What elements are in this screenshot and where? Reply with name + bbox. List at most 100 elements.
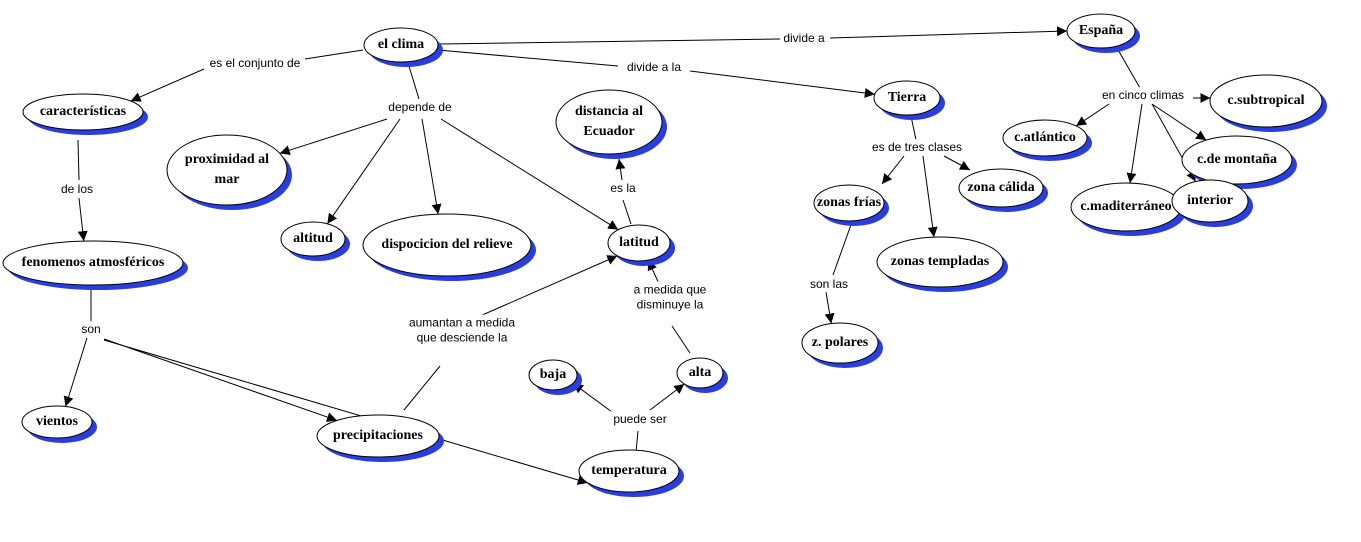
- node-ellipse[interactable]: [1066, 13, 1136, 49]
- concept-latitud[interactable]: latitud: [607, 224, 675, 266]
- node-ellipse[interactable]: [813, 184, 885, 222]
- concept-altitud[interactable]: altitud: [280, 221, 350, 261]
- concept-label: baja: [540, 367, 566, 382]
- link-label-tres-clases: es de tres clases: [868, 139, 966, 156]
- concept-label: fenomenos atmosféricos: [22, 255, 165, 270]
- arrow-connector: [689, 70, 875, 98]
- node-ellipse[interactable]: [578, 449, 680, 493]
- connector-line: [403, 365, 441, 411]
- concept-vientos[interactable]: vientos: [21, 405, 97, 443]
- concept-label: distancia al: [575, 104, 643, 119]
- link-label-background: [806, 276, 852, 293]
- concept-baja[interactable]: baja: [528, 359, 582, 395]
- arrow-connector: [77, 197, 88, 242]
- concept-label: zonas templadas: [891, 254, 990, 269]
- concept-polares[interactable]: z. polares: [801, 322, 883, 368]
- concept-frias[interactable]: zonas frías: [813, 184, 889, 226]
- node-ellipse[interactable]: [607, 224, 671, 262]
- node-ellipse[interactable]: [2, 240, 184, 286]
- concept-subtropical[interactable]: c.subtropical: [1209, 74, 1327, 132]
- concept-clima[interactable]: el clima: [363, 27, 443, 67]
- node-ellipse[interactable]: [528, 359, 578, 391]
- node-ellipse[interactable]: [1181, 135, 1293, 185]
- link-label-de-los: de los: [57, 181, 97, 198]
- concept-label: temperatura: [591, 463, 666, 478]
- concept-espana[interactable]: España: [1066, 13, 1140, 53]
- link-label-text: son las: [810, 277, 848, 291]
- node-ellipse[interactable]: [873, 80, 941, 116]
- link-label-es-la: es la: [607, 180, 639, 197]
- node-ellipse[interactable]: [676, 357, 724, 389]
- arrow-connector: [440, 118, 619, 231]
- link-label-cinco-climas: en cinco climas: [1098, 87, 1188, 104]
- link-label-background: [607, 180, 639, 197]
- concept-alta[interactable]: alta: [676, 357, 728, 393]
- link-label-conjunto: es el conjunto de: [206, 55, 304, 72]
- connector-line: [635, 430, 639, 453]
- link-label-text: divide a: [783, 31, 825, 45]
- concept-relieve[interactable]: dispocicion del relieve: [362, 213, 536, 281]
- concept-temperatura[interactable]: temperatura: [578, 449, 684, 497]
- link-label-puede-ser: puede ser: [610, 411, 670, 428]
- concept-tierra[interactable]: Tierra: [873, 80, 945, 120]
- arrow-connector: [1075, 103, 1110, 127]
- link-label-background: [868, 139, 966, 156]
- link-label-text: aumantan a medida: [409, 316, 515, 330]
- node-ellipse[interactable]: [22, 93, 144, 131]
- concept-fenomenos[interactable]: fenomenos atmosféricos: [2, 240, 188, 290]
- concept-label: mar: [215, 172, 240, 187]
- concept-label: c.de montaña: [1197, 152, 1277, 167]
- node-ellipse[interactable]: [876, 236, 1004, 288]
- arrow-connector: [615, 158, 626, 181]
- link-label-text: a medida que: [634, 283, 707, 297]
- link-label-background: [405, 314, 519, 346]
- link-label-text: que desciende la: [417, 331, 508, 345]
- connector-line: [910, 115, 917, 141]
- node-ellipse[interactable]: [958, 168, 1044, 208]
- concept-interior[interactable]: interior: [1171, 179, 1253, 227]
- concept-label: vientos: [36, 414, 79, 429]
- concept-label: alta: [689, 365, 712, 380]
- node-ellipse[interactable]: [1209, 74, 1323, 128]
- node-ellipse[interactable]: [1171, 179, 1249, 223]
- link-label-text: es el conjunto de: [210, 56, 301, 70]
- node-ellipse[interactable]: [166, 134, 288, 206]
- node-ellipse[interactable]: [555, 89, 663, 155]
- concept-caracteristicas[interactable]: características: [22, 93, 148, 135]
- arrow-connector: [829, 26, 1068, 39]
- link-label-text: en cinco climas: [1102, 88, 1184, 102]
- node-ellipse[interactable]: [362, 213, 532, 277]
- link-label-divide-a-la: divide a la: [623, 59, 685, 76]
- concept-distancia[interactable]: distancia al Ecuador: [555, 89, 667, 159]
- link-label-son: son: [78, 321, 104, 338]
- concept-atlantico[interactable]: c.atlántico: [1002, 119, 1092, 161]
- link-label-depende: depende de: [385, 99, 456, 116]
- link-label-text: es la: [610, 181, 636, 195]
- link-label-background: [57, 181, 97, 198]
- concept-mediterraneo[interactable]: c.maditerráneo: [1070, 182, 1186, 236]
- concept-precipitaciones[interactable]: precipitaciones: [316, 414, 444, 462]
- concept-montana[interactable]: c.de montaña: [1181, 135, 1297, 189]
- arrow-connector: [943, 155, 971, 171]
- node-ellipse[interactable]: [280, 221, 346, 257]
- link-label-text: divide a la: [627, 60, 681, 74]
- node-ellipse[interactable]: [1002, 119, 1088, 157]
- node-ellipse[interactable]: [363, 27, 439, 63]
- node-ellipse[interactable]: [21, 405, 93, 439]
- node-ellipse[interactable]: [801, 322, 879, 364]
- connector-line: [1116, 47, 1141, 89]
- arrow-connector: [922, 155, 938, 238]
- link-label-background: [78, 321, 104, 338]
- arrow-connector: [572, 382, 613, 413]
- concept-label: Tierra: [888, 90, 927, 105]
- node-ellipse[interactable]: [316, 414, 440, 458]
- concept-calida[interactable]: zona cálida: [958, 168, 1048, 212]
- concept-templadas[interactable]: zonas templadas: [876, 236, 1008, 292]
- link-label-son-las: son las: [806, 276, 852, 293]
- concept-label: Ecuador: [583, 124, 634, 139]
